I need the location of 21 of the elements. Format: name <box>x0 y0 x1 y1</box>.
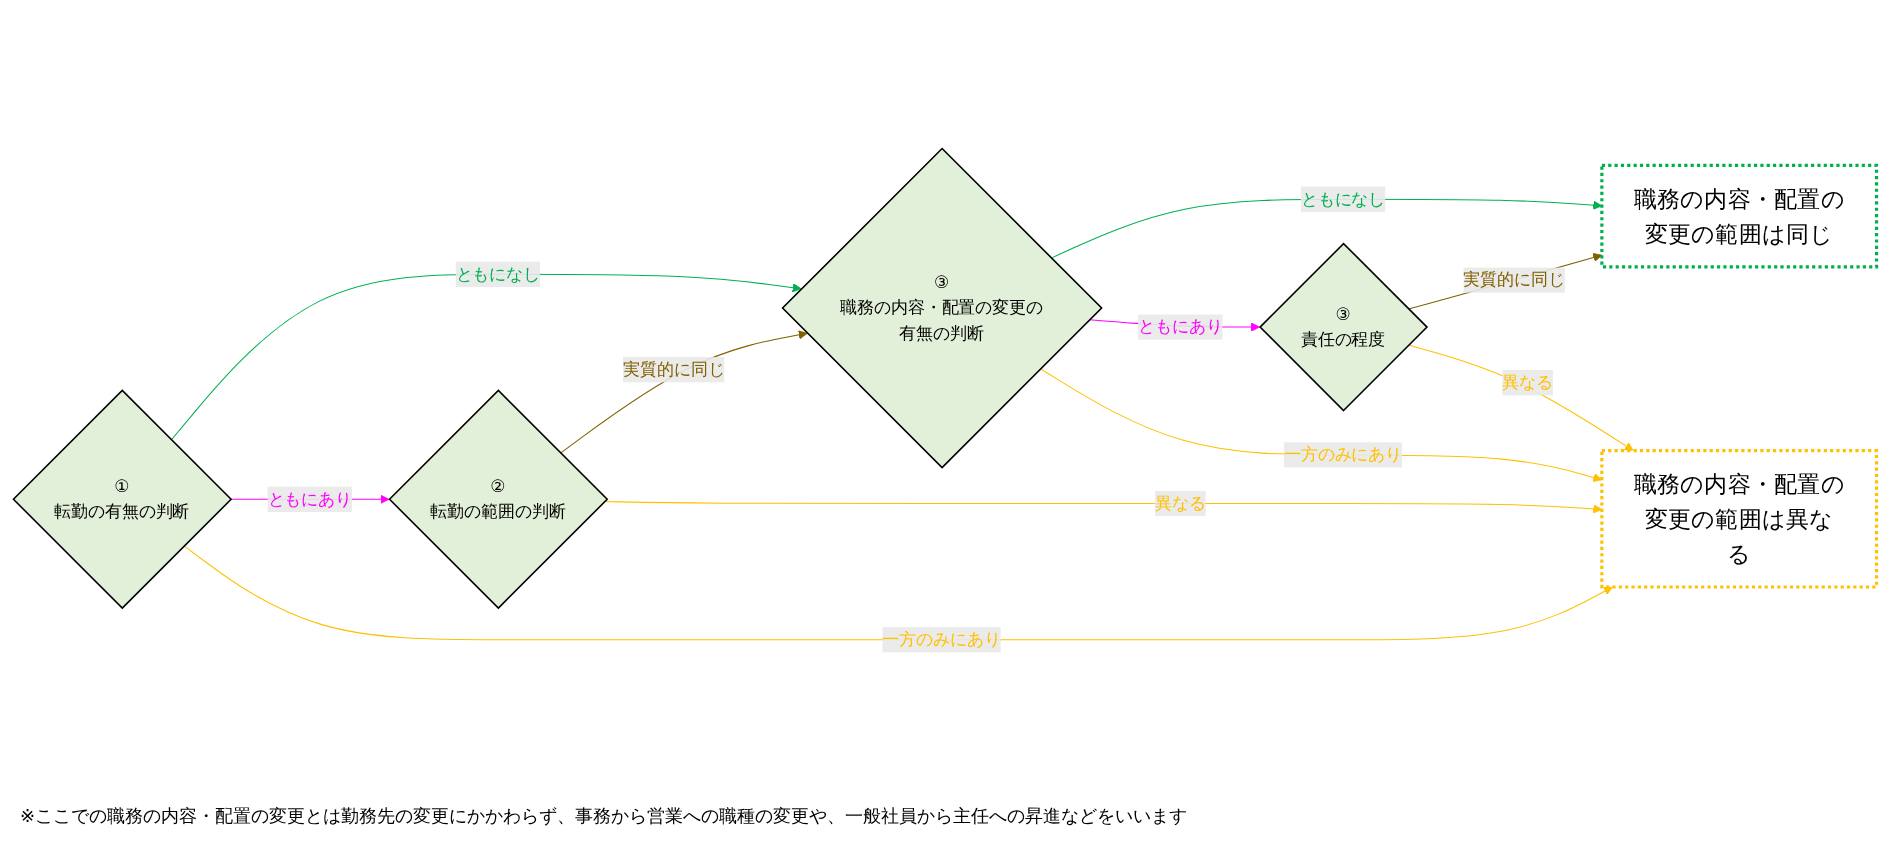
arrow <box>183 544 1613 640</box>
edge-label: ともにあり <box>267 488 352 509</box>
edge-label: ともになし <box>455 263 540 284</box>
arrow <box>1407 344 1634 451</box>
edge-label: 一方のみにあり <box>881 628 1001 649</box>
node-diamond: ② 転勤の範囲の判断 <box>387 388 608 609</box>
node-diamond: ③ 職務の内容・配置の変更の有無の判断 <box>780 146 1103 469</box>
node-box: 職務の内容・配置の変更の範囲は同じ <box>1599 163 1878 268</box>
edge-label: 実質的に同じ <box>1462 269 1565 290</box>
arrow <box>170 273 802 441</box>
edge-label: 一方のみにあり <box>1283 443 1402 464</box>
edge-label: ともにあり <box>1137 316 1223 337</box>
edge-label: 異なる <box>1154 492 1206 513</box>
edge-label: 異なる <box>1501 371 1553 392</box>
node-diamond: ① 転勤の有無の判断 <box>11 388 232 609</box>
node-box: 職務の内容・配置の変更の範囲は異なる <box>1599 448 1878 589</box>
edge-label: 実質的に同じ <box>622 358 724 379</box>
footnote: ※ここでの職務の内容・配置の変更とは勤務先の変更にかかわらず、事務から営業への職種の変更や、一般社員から主任への昇進などをいいます <box>20 804 1189 828</box>
edge-label: ともになし <box>1300 188 1385 209</box>
arrow <box>559 329 808 454</box>
node-diamond: ③ 責任の程度 <box>1258 242 1428 412</box>
